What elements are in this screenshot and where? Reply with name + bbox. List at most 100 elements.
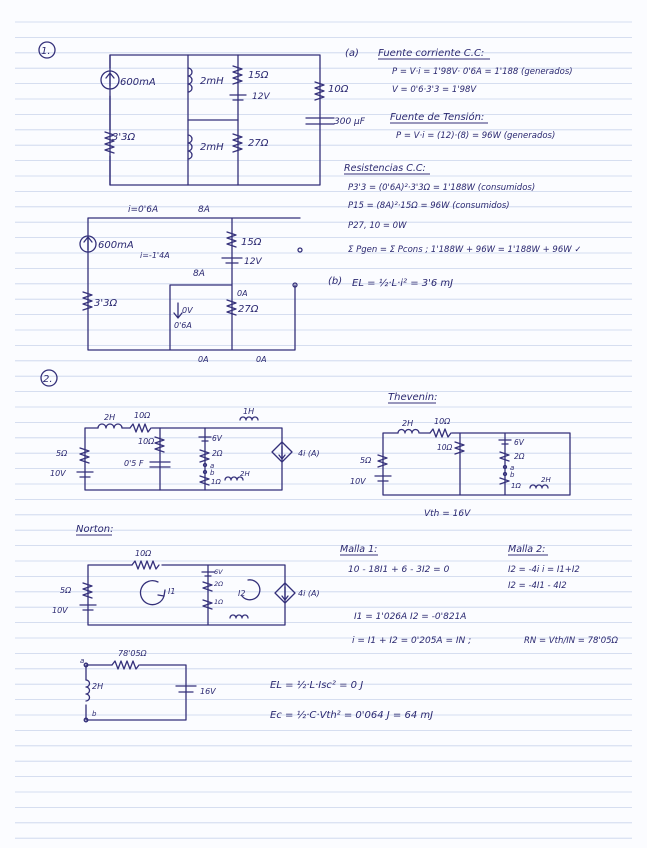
norton-circuit (79, 560, 296, 626)
c3-v6-label: 6V (212, 434, 223, 443)
problem-1-circle (38, 41, 56, 59)
c1-source-label: 600mA (120, 77, 156, 88)
c2-i14-label: i=-1'4A (140, 251, 170, 260)
c1-l2-label: 2mH (200, 142, 224, 153)
c1-r27-label: 27Ω (248, 138, 269, 149)
c3-dep-label: 4i (A) (298, 449, 320, 458)
problem-2-circle (40, 369, 58, 387)
th-r10-label: 10Ω (434, 417, 451, 426)
dependent-source-icon (271, 441, 293, 463)
sol1-fuente-corriente: Fuente corriente C.C: (378, 48, 484, 59)
no-r10-label: 10Ω (135, 549, 152, 558)
sol1-energy: EL = ½·L·i² = 3'6 mJ (352, 277, 453, 289)
no-r5-label: 5Ω (60, 586, 72, 595)
c3-r10-label: 10Ω (134, 411, 151, 420)
mallas-rn: RN = Vth/IN = 78'05Ω (524, 636, 619, 646)
thevenin-title: Thevenin: (388, 392, 438, 403)
c2-v12-label: 12V (244, 257, 262, 267)
sol1-p15: P15 = (8A)²·15Ω = 96W (consumidos) (348, 201, 510, 211)
final-v-label: 16V (200, 687, 216, 696)
c3-a-label: a (210, 462, 214, 470)
th-r2-label: 2Ω (514, 452, 525, 461)
no-r1-label: 1Ω (214, 598, 223, 606)
thevenin-circuit (374, 428, 571, 496)
no-r2-label: 2Ω (214, 580, 223, 588)
problem-2-label: 2. (43, 374, 53, 385)
c3-b-label: b (210, 469, 215, 477)
sol1-part-b: (b) (328, 276, 342, 287)
no-v10-label: 10V (52, 606, 68, 615)
c2-a06-label: 0'6A (174, 321, 192, 330)
current-source-icon-2 (79, 235, 97, 253)
c2-a0b-label: 0A (198, 355, 209, 364)
th-r10b-label: 10Ω (437, 443, 453, 452)
final-l-label: 2H (92, 682, 103, 691)
final-r-label: 78'05Ω (118, 649, 148, 658)
c2-a0c-label: 0A (256, 355, 267, 364)
malla-2-eq-b: I2 = -4I1 - 4I2 (508, 581, 567, 591)
sol1-balance: Σ Pgen = Σ Pcons ; 1'188W + 96W = 1'188W… (348, 245, 581, 255)
no-dep-label: 4i (A) (298, 589, 320, 598)
malla-1-title: Malla 1: (340, 544, 377, 555)
th-r1-label: 1Ω (511, 482, 521, 490)
final-ec: Ec = ½·C·Vth² = 0'064 J = 64 mJ (270, 709, 433, 721)
final-circuit (83, 660, 197, 723)
c3-r10b-label: 10Ω (138, 437, 155, 446)
final-b-label: b (92, 710, 97, 718)
malla-1-eq: 10 - 18I1 + 6 - 3I2 = 0 (348, 565, 450, 575)
problem-1-label: 1. (41, 46, 51, 57)
c3-l2-label: 2H (104, 413, 115, 422)
c2-a8b-label: 8A (193, 269, 205, 279)
th-b-label: b (510, 471, 515, 479)
sol1-v-corriente: V = 0'6·3'3 = 1'98V (392, 85, 477, 95)
c2-a8-label: 8A (198, 205, 210, 215)
th-r5-label: 5Ω (360, 456, 372, 465)
malla-2-eq-a: I2 = -4i i = I1+I2 (508, 565, 580, 575)
c1-cap-label: 300 μF (334, 117, 366, 127)
mesh-1-arrow-icon (139, 580, 165, 606)
c1-v12-label: 12V (252, 92, 270, 102)
capacitor-icon (305, 117, 335, 125)
c3-l2b-label: 2H (240, 470, 250, 478)
mesh-2-arrow-icon (241, 579, 261, 601)
norton-title: Norton: (76, 524, 113, 535)
sol1-p33: P3'3 = (0'6A)²·3'3Ω = 1'188W (consumidos… (348, 183, 535, 193)
c3-r1-label: 1Ω (211, 478, 221, 486)
final-a-label: a (80, 657, 84, 665)
sol1-p-tension: P = V·i = (12)·(8) = 96W (generados) (396, 131, 555, 141)
c1-l1-label: 2mH (200, 76, 224, 87)
th-l2b-label: 2H (541, 476, 551, 484)
no-v6-label: 6V (214, 568, 223, 576)
mallas-isc: i = I1 + I2 = 0'205A = IN ; (352, 636, 471, 646)
final-el: EL = ½·L·Isc² = 0 J (270, 679, 363, 691)
no-i1-label: I1 (168, 587, 175, 596)
sol1-p10: P27, 10 = 0W (348, 221, 407, 231)
c3-r2-label: 2Ω (212, 449, 223, 458)
c2-i06-label: i=0'6A (128, 205, 158, 215)
current-source-icon (100, 70, 120, 90)
mallas-result: I1 = 1'026A I2 = -0'821A (354, 612, 466, 622)
th-vth-label: Vth = 16V (424, 509, 471, 519)
sol1-resistencias: Resistencias C.C: (344, 163, 426, 174)
sol1-part-a: (a) (345, 48, 359, 59)
th-v10-label: 10V (350, 477, 366, 486)
circuit-3 (76, 416, 293, 491)
th-a-label: a (510, 464, 514, 472)
c3-v10-label: 10V (50, 469, 66, 478)
malla-2-title: Malla 2: (508, 544, 545, 555)
sol1-p-corriente: P = V·i = 1'98V· 0'6A = 1'188 (generados… (392, 67, 573, 77)
th-v6-label: 6V (514, 438, 525, 447)
circuit-2 (79, 217, 303, 351)
norton-dep-source-icon (274, 582, 296, 604)
c2-a0-label: 0A (237, 289, 248, 298)
c2-r15-label: 15Ω (241, 237, 262, 248)
sol1-fuente-tension: Fuente de Tensión: (390, 111, 484, 123)
c1-r15-label: 15Ω (248, 70, 269, 81)
ruled-lines (15, 21, 632, 839)
th-l2-label: 2H (402, 419, 413, 428)
no-i2-label: I2 (238, 589, 245, 598)
c3-c05-label: 0'5 F (124, 459, 144, 468)
c3-l1-label: 1H (243, 407, 254, 416)
